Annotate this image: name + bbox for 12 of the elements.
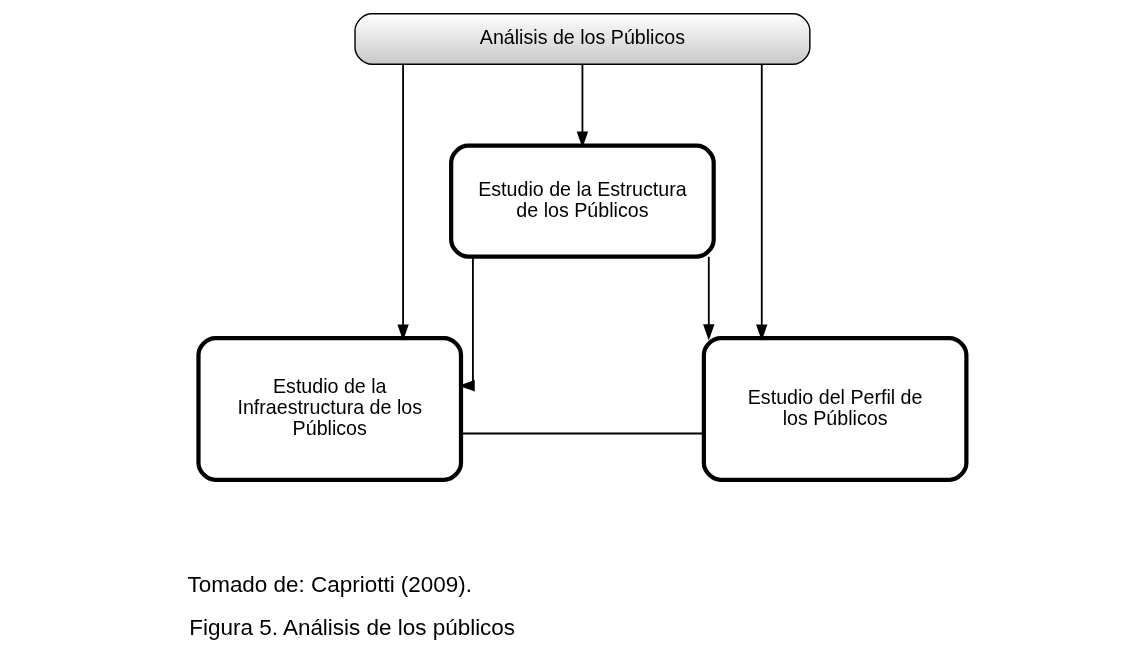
- caption: Figura 5. Análisis de los públicos: [189, 615, 516, 641]
- node-box: Estudio de la Infraestructura de los Públicos: [196, 335, 464, 482]
- arrow: [458, 256, 475, 392]
- label: Tomado de: Capriotti (2009).: [187, 571, 473, 597]
- arrow: [397, 63, 409, 341]
- arrow: [576, 63, 589, 148]
- arrow: [703, 255, 715, 341]
- node-box: Estudio de la Estructura de los Públicos: [449, 143, 716, 259]
- connector: [460, 432, 705, 435]
- node-box: Análisis de los Públicos: [354, 13, 811, 65]
- node-box: Estudio del Perfil de los Públicos: [701, 335, 969, 482]
- arrow: [756, 63, 768, 341]
